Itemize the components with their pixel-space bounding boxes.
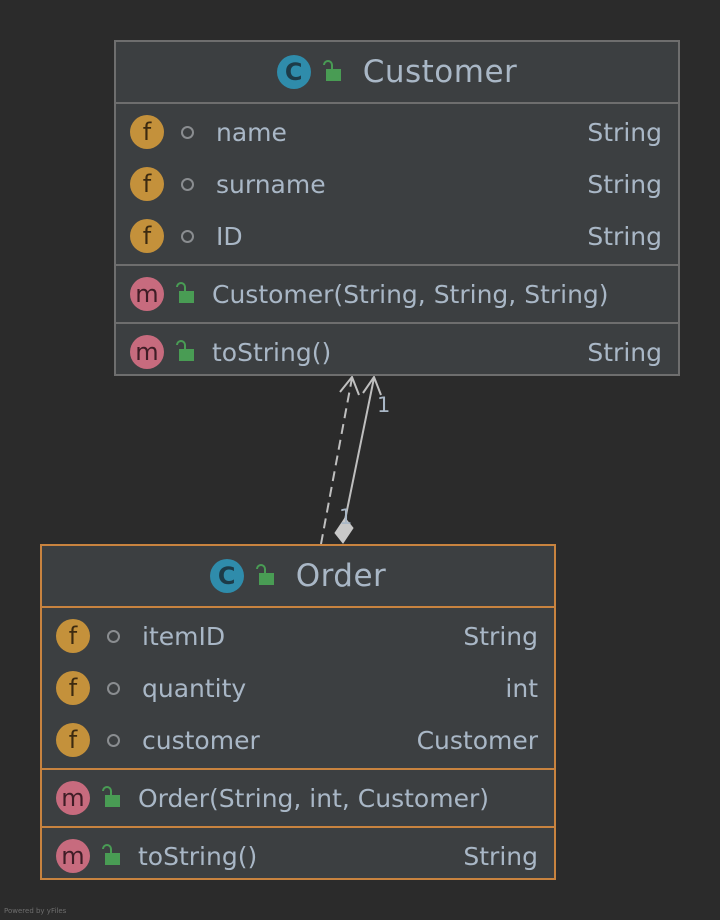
public-lock-icon [254,564,278,588]
method-row[interactable]: m toString() String [42,830,554,882]
class-icon: C [276,55,311,89]
package-private-icon [107,629,120,643]
field-name: customer [142,725,260,755]
field-row[interactable]: f quantity int [42,662,554,714]
public-lock-icon [174,340,198,364]
field-icon: f [130,167,164,201]
methods-section: m toString() String [42,828,554,884]
field-type: Customer [416,725,538,755]
constructors-section: m Order(String, int, Customer) [42,770,554,828]
fields-section: f itemID String f quantity int f custome… [42,608,554,770]
multiplicity-source: 1 [339,505,352,529]
field-type: int [505,673,538,703]
composition-diamond [334,517,354,544]
method-return-type: String [463,841,538,871]
package-private-icon [181,177,194,191]
constructor-signature: Customer(String, String, String) [212,279,609,309]
methods-section: m toString() String [116,324,678,380]
constructor-row[interactable]: m Customer(String, String, String) [116,268,678,320]
field-type: String [463,621,538,651]
dependency-arrowhead [339,375,360,396]
class-order[interactable]: C Order f itemID String f quantity int f… [40,544,556,880]
method-icon: m [56,839,90,873]
class-header: C Order [42,546,554,608]
field-name: quantity [142,673,247,703]
method-icon: m [130,335,164,369]
public-lock-icon [100,786,124,810]
method-row[interactable]: m toString() String [116,326,678,378]
method-return-type: String [587,337,662,367]
multiplicity-target: 1 [377,393,390,417]
package-private-icon [181,125,194,139]
composition-edge[interactable] [344,377,375,521]
field-type: String [587,169,662,199]
constructors-section: m Customer(String, String, String) [116,266,678,324]
field-type: String [587,117,662,147]
field-row[interactable]: f surname String [116,158,678,210]
field-row[interactable]: f itemID String [42,610,554,662]
field-icon: f [56,671,90,705]
watermark: Powered by yFiles [4,907,67,915]
class-name: Customer [362,54,518,90]
field-name: itemID [142,621,226,651]
class-icon: C [209,559,244,593]
fields-section: f name String f surname String f ID Stri… [116,104,678,266]
class-customer[interactable]: C Customer f name String f surname Strin… [114,40,680,376]
field-row[interactable]: f name String [116,106,678,158]
field-row[interactable]: f ID String [116,210,678,262]
association-arrowhead [362,374,382,396]
package-private-icon [181,229,194,243]
package-private-icon [107,681,120,695]
method-icon: m [130,277,164,311]
field-icon: f [56,723,90,757]
public-lock-icon [321,60,345,84]
field-name: name [216,117,287,147]
package-private-icon [107,733,120,747]
class-header: C Customer [116,42,678,104]
field-name: surname [216,169,326,199]
field-icon: f [56,619,90,653]
public-lock-icon [174,282,198,306]
constructor-signature: Order(String, int, Customer) [138,783,489,813]
method-signature: toString() [212,337,332,367]
dependency-edge[interactable] [320,377,353,545]
field-row[interactable]: f customer Customer [42,714,554,766]
class-name: Order [295,558,387,594]
field-name: ID [216,221,243,251]
method-icon: m [56,781,90,815]
field-type: String [587,221,662,251]
field-icon: f [130,219,164,253]
field-icon: f [130,115,164,149]
public-lock-icon [100,844,124,868]
method-signature: toString() [138,841,258,871]
constructor-row[interactable]: m Order(String, int, Customer) [42,772,554,824]
